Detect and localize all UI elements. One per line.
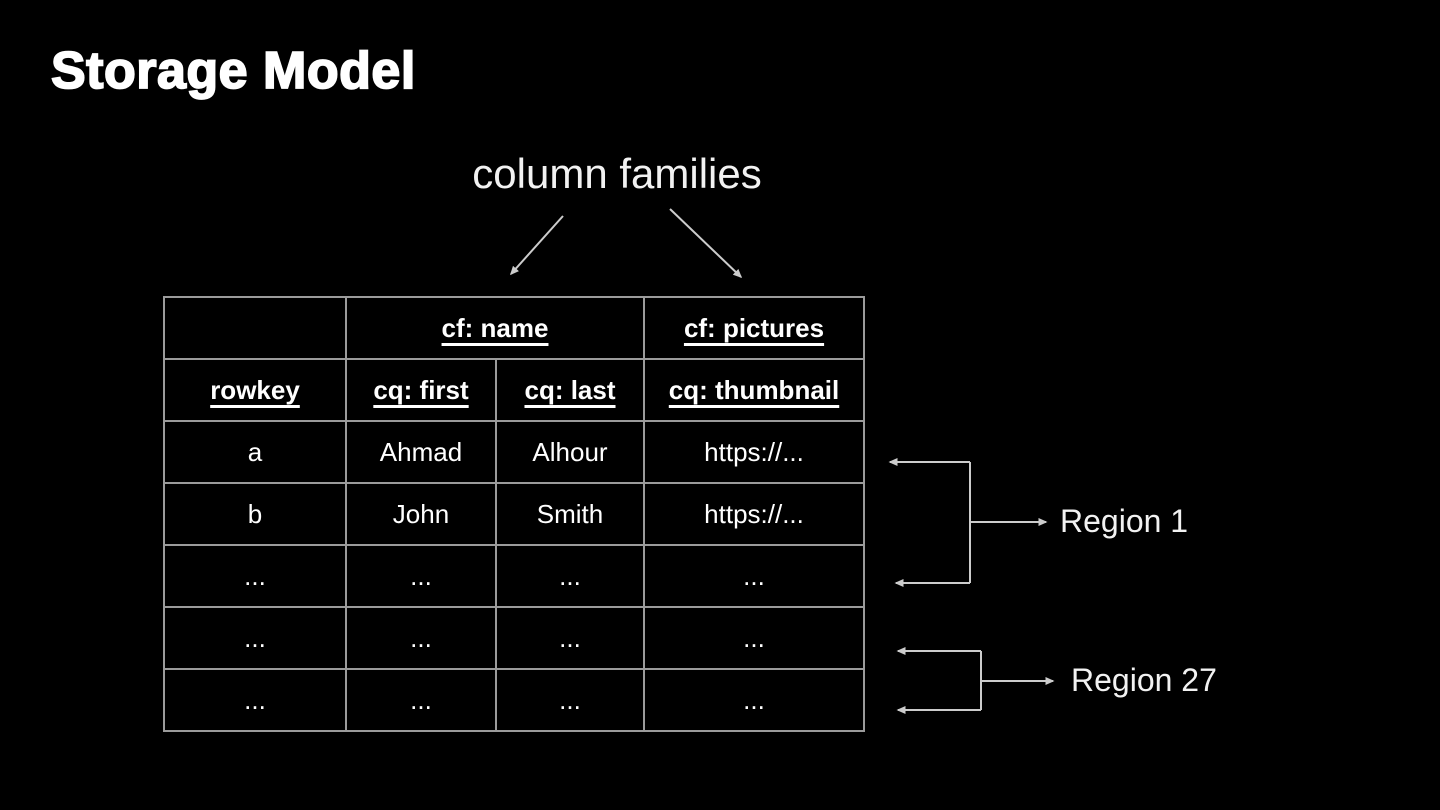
table-cell: ... [345, 606, 497, 670]
table-cell: John [345, 482, 497, 546]
table-cell: ... [163, 668, 347, 732]
table-cell: Smith [494, 482, 646, 546]
table-cell: Alhour [494, 420, 646, 484]
table-cell: ... [163, 606, 347, 670]
table-row: a Ahmad Alhour https://... [163, 420, 866, 484]
table-cell: ... [494, 544, 646, 608]
table-cell: ... [494, 668, 646, 732]
region-1-label: Region 1 [1060, 503, 1189, 539]
region-27-label: Region 27 [1071, 662, 1217, 698]
table-cell: https://... [643, 482, 866, 546]
table-cell: ... [345, 544, 497, 608]
cq-last-header-cell: cq: last [494, 358, 646, 422]
table-row-cq-headers: rowkey cq: first cq: last cq: thumbnail [163, 358, 866, 422]
column-families-arrow-right [669, 208, 743, 279]
table-row: ... ... ... ... [163, 606, 866, 670]
table-cell: Ahmad [345, 420, 497, 484]
cf-name-header-cell: cf: name [344, 296, 646, 360]
storage-model-table: cf: name cf: pictures rowkey cq: first c… [163, 296, 866, 732]
rowkey-header-cell: rowkey [163, 358, 347, 422]
table-cell: ... [163, 544, 347, 608]
table-cell: ... [345, 668, 497, 732]
table-row: ... ... ... ... [163, 544, 866, 608]
column-families-arrow-left [509, 215, 564, 276]
table-cell: ... [643, 606, 866, 670]
table-cell: ... [494, 606, 646, 670]
column-families-label: column families [472, 150, 762, 197]
empty-corner-cell [163, 296, 347, 360]
table-cell: ... [643, 544, 866, 608]
cf-pictures-header-cell: cf: pictures [643, 296, 866, 360]
table-row: ... ... ... ... [163, 668, 866, 732]
cq-first-header-cell: cq: first [345, 358, 497, 422]
cq-thumbnail-header-cell: cq: thumbnail [643, 358, 866, 422]
table-cell: b [163, 482, 347, 546]
table-cell: a [163, 420, 347, 484]
table-row: b John Smith https://... [163, 482, 866, 546]
page-title: Storage Model [50, 42, 416, 100]
table-cell: https://... [643, 420, 866, 484]
table-row-cf-headers: cf: name cf: pictures [163, 296, 866, 360]
table-cell: ... [643, 668, 866, 732]
